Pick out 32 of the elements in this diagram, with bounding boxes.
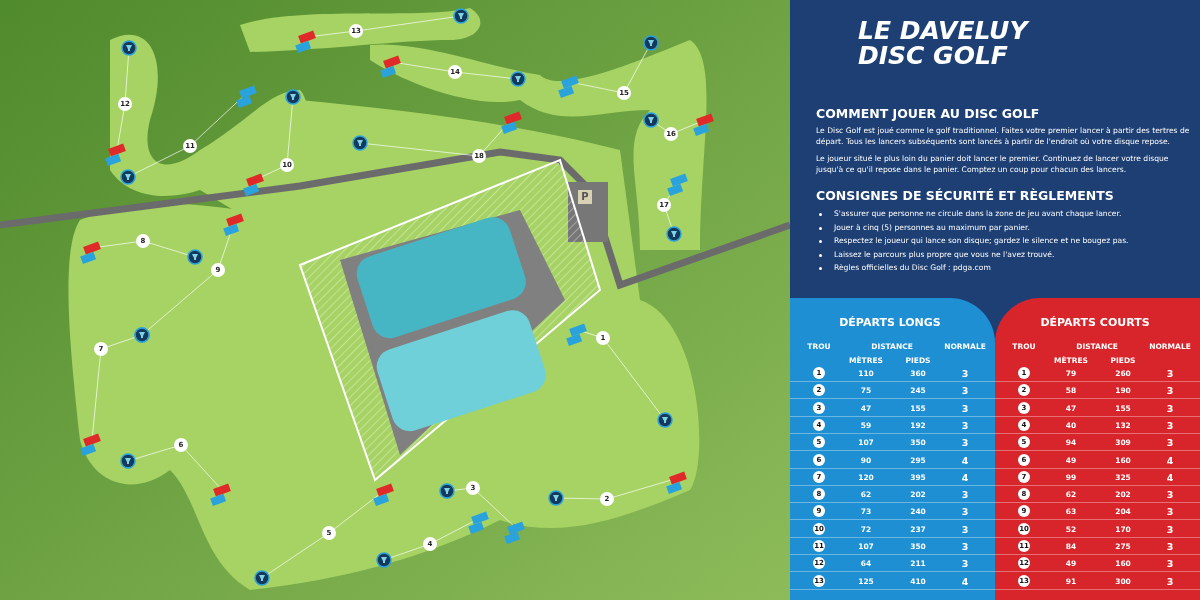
section-heading: COMMENT JOUER AU DISC GOLF — [816, 106, 1040, 121]
parking-sign: P — [578, 190, 592, 204]
section-heading: CONSIGNES DE SÉCURITÉ ET RÈGLEMENTS — [816, 188, 1114, 203]
table-cell: 3 — [1166, 488, 1174, 500]
table-cell: 3 — [1166, 575, 1174, 587]
table-cell: 4 — [961, 575, 969, 587]
table-cell: 3 — [1166, 540, 1174, 552]
table-cell: 3 — [961, 523, 969, 535]
table-cell: 3 — [961, 557, 969, 569]
table-cell: 4 — [961, 454, 969, 465]
table-title: DÉPARTS COURTS — [1040, 315, 1150, 329]
table-cell: 3 — [1166, 523, 1174, 535]
table-cell: 3 — [961, 402, 969, 414]
course-title: LE DAVELUY DISC GOLF — [858, 18, 1031, 68]
table-cell: 3 — [1166, 419, 1174, 431]
table-cell: 3 — [961, 436, 969, 448]
table-cell: 3 — [1166, 557, 1174, 569]
table-cell: 3 — [961, 505, 969, 517]
table-cell: 4 — [1166, 454, 1174, 465]
table-cell: 4 — [1166, 471, 1174, 483]
table-cell: 3 — [1166, 436, 1174, 448]
table-title: DÉPARTS LONGS — [839, 315, 941, 329]
table-cell: 4 — [961, 471, 969, 483]
table-cell: 3 — [961, 540, 969, 552]
table-cell: 3 — [1166, 384, 1174, 396]
table-cell: 3 — [1166, 367, 1174, 379]
table-cell: 3 — [961, 384, 969, 396]
table-cell: 3 — [961, 367, 969, 379]
table-cell: 3 — [961, 488, 969, 500]
table-cell: 3 — [961, 419, 969, 431]
table-cell: 3 — [1166, 402, 1174, 414]
table-cell: 3 — [1166, 505, 1174, 517]
